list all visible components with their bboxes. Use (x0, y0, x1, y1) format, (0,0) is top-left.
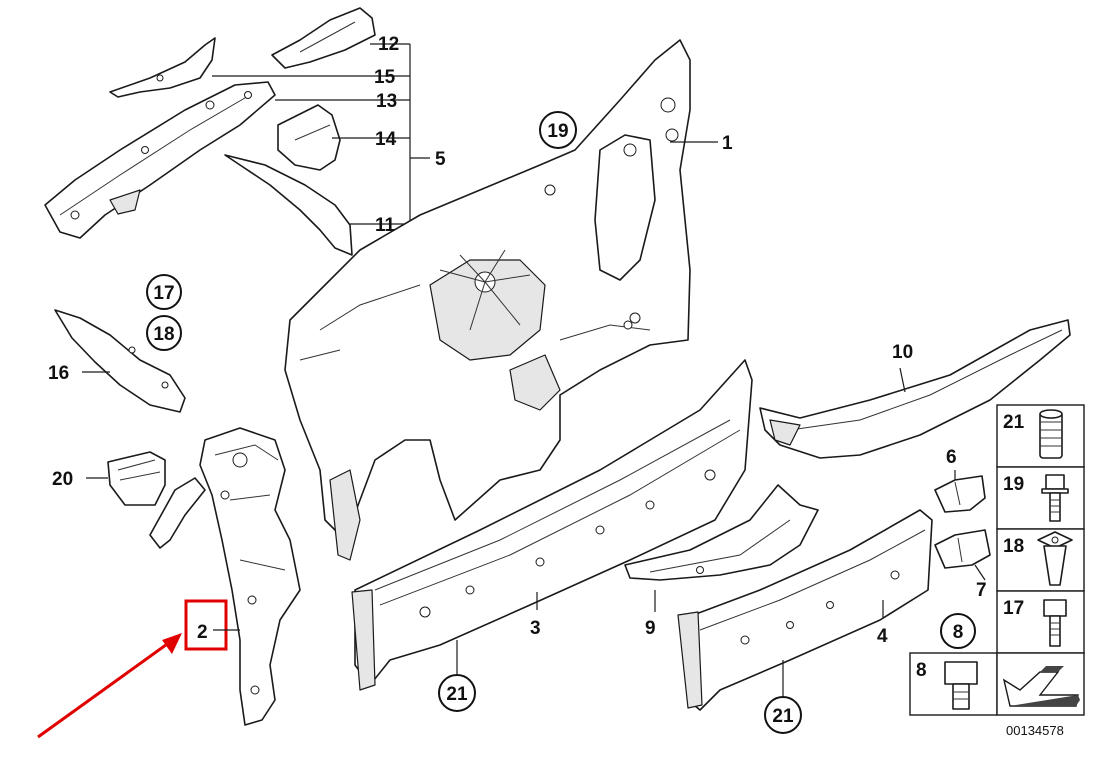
callout-6: 6 (946, 447, 957, 468)
svg-text:21: 21 (772, 706, 794, 727)
part-6-block (934, 475, 986, 513)
part-9-bracket (624, 484, 819, 581)
circled-callout-8: 8 (940, 613, 976, 649)
callout-7: 7 (976, 580, 987, 601)
part-7-block (934, 529, 991, 569)
part-1-side-panel (284, 39, 691, 561)
leader-7 (974, 564, 986, 581)
part-16-bracket (54, 309, 186, 413)
svg-text:8: 8 (953, 622, 964, 643)
hex-bolt-icon (1043, 599, 1067, 647)
clip-nut-icon (1037, 531, 1073, 586)
leader-lines-group-5 (212, 43, 430, 225)
callout-20: 20 (52, 469, 73, 490)
part-13-rail (44, 81, 276, 239)
callout-3: 3 (530, 618, 541, 639)
circled-callout-19: 19 (539, 111, 577, 149)
callout-13: 13 (376, 91, 397, 112)
table-label-17: 17 (1003, 598, 1024, 619)
callout-16: 16 (48, 363, 69, 384)
reference-number: 00134578 (1006, 723, 1064, 738)
table-label-18: 18 (1003, 536, 1024, 557)
callout-9: 9 (645, 618, 656, 639)
part-2-lower-bracket (149, 477, 206, 549)
callout-12: 12 (378, 34, 399, 55)
part-15-bracket (109, 37, 216, 98)
part-11-bracket (224, 154, 353, 256)
callout-4: 4 (877, 626, 888, 647)
table-label-21: 21 (1003, 412, 1025, 433)
flange-bolt-icon (1041, 474, 1069, 522)
part-2-pillar (199, 427, 301, 726)
circled-callout-21-right: 21 (764, 696, 802, 734)
table-label-19: 19 (1003, 474, 1024, 495)
callout-1: 1 (722, 133, 733, 154)
circled-callout-21-left: 21 (438, 674, 476, 712)
part-14-bracket (277, 104, 341, 171)
callout-5: 5 (435, 149, 446, 170)
callout-10: 10 (892, 342, 913, 363)
red-arrow-icon (37, 633, 182, 739)
callout-15: 15 (374, 67, 396, 88)
part-3-rail (351, 359, 753, 691)
part-10-sill (759, 319, 1071, 459)
highlight-box-callout-2: 2 (184, 599, 240, 651)
part-12-bracket (271, 7, 376, 69)
hex-head-bolt-icon (944, 661, 978, 710)
circled-callout-17: 17 (146, 274, 182, 310)
orientation-arrow-icon (1002, 666, 1080, 707)
table-label-8: 8 (916, 660, 927, 681)
leader-10 (899, 367, 906, 393)
circled-callout-18: 18 (146, 315, 182, 351)
svg-text:19: 19 (547, 121, 568, 142)
callout-14: 14 (375, 129, 397, 150)
svg-text:17: 17 (153, 283, 174, 304)
part-20-clip (107, 451, 166, 506)
callout-11: 11 (375, 215, 396, 236)
plug-nut-icon (1039, 409, 1063, 459)
svg-text:21: 21 (446, 684, 468, 705)
callout-2: 2 (197, 622, 208, 643)
fastener-table: 21 19 18 17 8 (909, 404, 1085, 738)
part-4-rail (677, 509, 933, 711)
svg-text:18: 18 (153, 324, 174, 345)
